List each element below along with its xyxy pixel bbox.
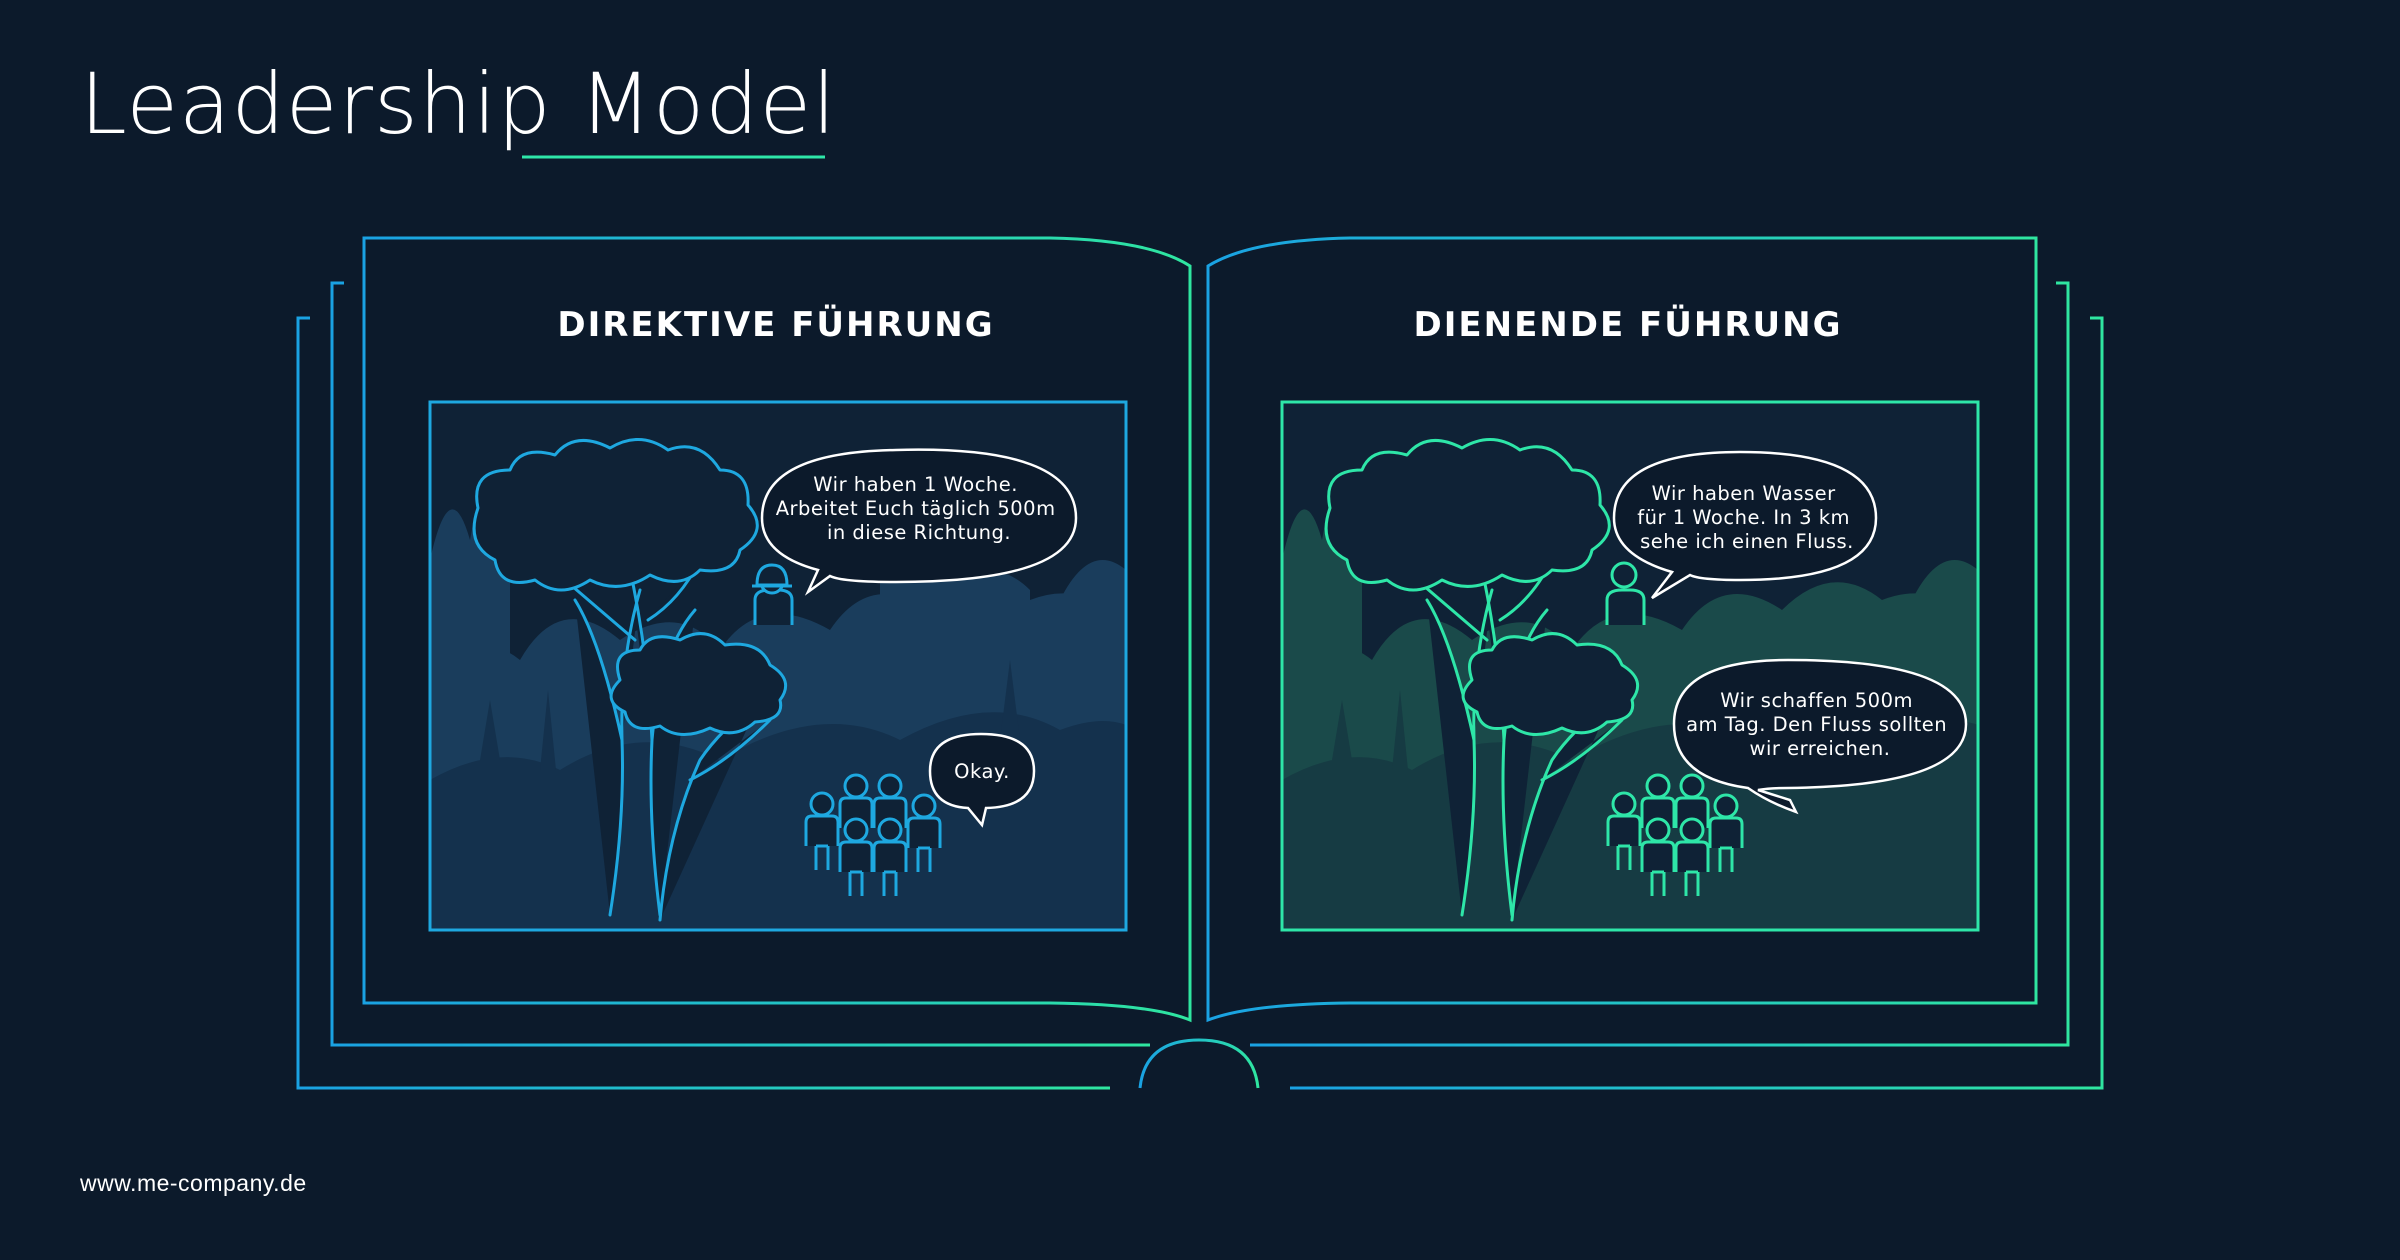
bubble-line: Arbeitet Euch täglich 500m [776,497,1056,520]
svg-text:Wir haben Wasser für 1: Wir haben Wasser für 1 Woche. In 3 km se… [1637,482,1857,553]
left-panel: Wir haben 1 Woche. Arbeitet Euch täglich… [428,400,1128,932]
right-heading: DIENENDE FÜHRUNG [1414,304,1843,345]
website-url: www.me-company.de [80,1170,307,1196]
right-panel: Wir haben Wasser für 1 Woche. In 3 km se… [1280,400,1980,932]
bubble-line: für 1 Woche. In 3 km [1637,506,1850,529]
leader-speech-bubble-left: Wir haben 1 Woche. Arbeitet Euch täglich… [760,448,1078,596]
bubble-line: wir erreichen. [1750,737,1891,760]
bubble-line: Wir haben 1 Woche. [813,473,1018,496]
bubble-line: Wir schaffen 500m [1720,689,1913,712]
bubble-line: Wir haben Wasser [1652,482,1837,505]
svg-text:Okay.: Okay. [954,760,1010,783]
left-heading: DIREKTIVE FÜHRUNG [557,304,994,345]
team-figures-icon [804,773,942,896]
leader-speech-bubble-right: Wir haben Wasser für 1 Woche. In 3 km se… [1612,450,1878,600]
open-book [296,236,2104,1090]
bubble-line: in diese Richtung. [827,521,1011,544]
tree-icon [472,438,788,922]
team-figures-icon [1606,773,1744,896]
leader-figure-icon [752,563,794,625]
page-title: Leadership Model [80,55,837,153]
team-speech-bubble-left: Okay. [928,732,1036,828]
leader-figure-icon [1605,561,1646,625]
svg-text:Wir haben 1 Woche. Arb: Wir haben 1 Woche. Arbeitet Euch täglich… [776,473,1063,544]
tree-icon [1324,438,1640,922]
svg-text:Wir schaffen 500m am T: Wir schaffen 500m am Tag. Den Fluss soll… [1686,689,1954,760]
team-speech-bubble-right: Wir schaffen 500m am Tag. Den Fluss soll… [1672,658,1968,815]
bubble-line: sehe ich einen Fluss. [1640,530,1854,553]
bubble-line: Okay. [954,760,1010,783]
bubble-line: am Tag. Den Fluss sollten [1686,713,1947,736]
